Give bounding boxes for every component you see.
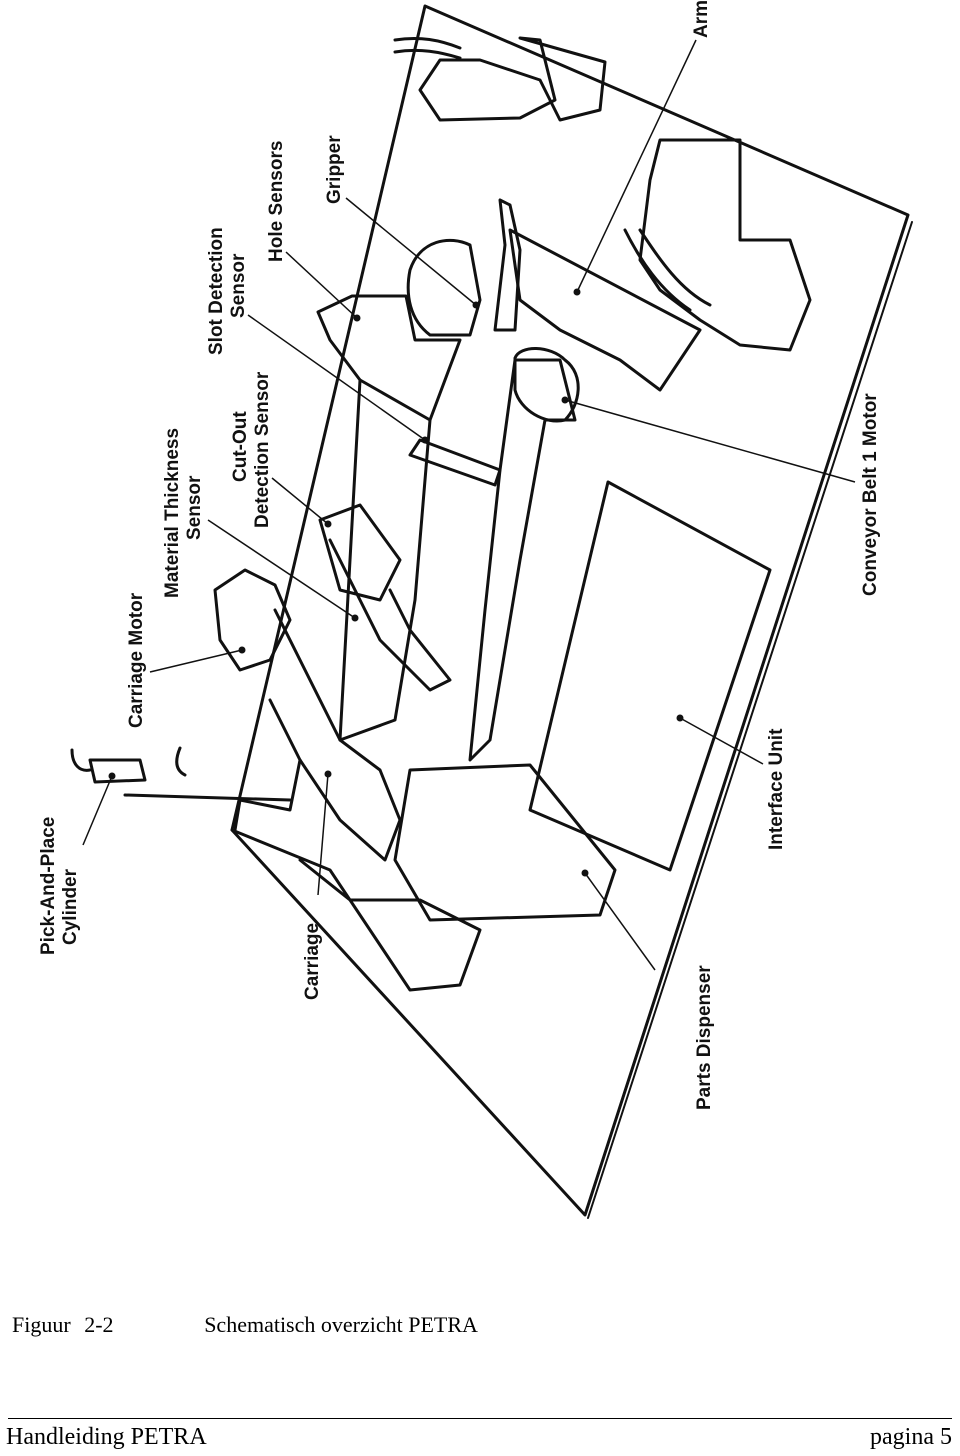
label-material-thickness-line2: Sensor xyxy=(184,475,205,540)
petra-diagram: Pick-And-Place Cylinder Carriage Carriag… xyxy=(38,0,913,1219)
label-slot-detection-line2: Sensor xyxy=(228,253,249,318)
interface-unit xyxy=(528,480,772,872)
slot-sensor-bracket xyxy=(408,438,502,487)
footer-document-title: Handleiding PETRA xyxy=(6,1424,207,1450)
label-hole-sensors: Hole Sensors xyxy=(266,141,287,262)
label-carriage-motor: Carriage Motor xyxy=(126,592,147,728)
figure-caption: Figuur 2-2 Schematisch overzicht PETRA xyxy=(12,1312,478,1338)
label-gripper: Gripper xyxy=(324,135,345,204)
footer-divider xyxy=(8,1418,952,1419)
label-slot-detection-line1: Slot Detection xyxy=(206,227,227,355)
gripper-block xyxy=(406,238,482,337)
pick-and-place-cylinder xyxy=(88,758,147,784)
caption-prefix: Figuur xyxy=(12,1312,71,1337)
base-board xyxy=(230,4,910,1217)
label-cutout-line1: Cut-Out xyxy=(230,411,251,482)
label-cutout-line2: Detection Sensor xyxy=(252,371,273,528)
caption-number: 2-2 xyxy=(84,1312,114,1337)
label-pick-and-place-line1: Pick-And-Place xyxy=(38,817,59,955)
carriage-rail xyxy=(230,828,482,992)
label-parts-dispenser: Parts Dispenser xyxy=(694,965,715,1110)
label-material-thickness-line1: Material Thickness xyxy=(162,428,183,598)
petra-schematic-figure: Pick-And-Place Cylinder Carriage Carriag… xyxy=(38,0,913,1219)
label-pick-and-place-line2: Cylinder xyxy=(60,868,81,945)
cutout-sensor-bracket xyxy=(318,503,402,602)
label-arm: Arm xyxy=(691,0,712,38)
carriage-frame xyxy=(316,294,462,422)
carriage-motor-body xyxy=(213,568,292,672)
label-carriage: Carriage xyxy=(302,923,323,1000)
caption-title: Schematisch overzicht PETRA xyxy=(204,1312,478,1337)
conveyor-motor-block xyxy=(638,138,812,352)
arm-assembly xyxy=(418,36,607,122)
conveyor-track xyxy=(468,358,577,762)
label-conveyor-belt-motor: Conveyor Belt 1 Motor xyxy=(860,393,881,596)
footer-page-number: pagina 5 xyxy=(870,1424,952,1450)
arm-rail xyxy=(508,228,702,392)
conveyor-motor-housing xyxy=(513,347,580,423)
parts-dispenser xyxy=(393,763,617,922)
label-interface-unit: Interface Unit xyxy=(766,728,787,850)
